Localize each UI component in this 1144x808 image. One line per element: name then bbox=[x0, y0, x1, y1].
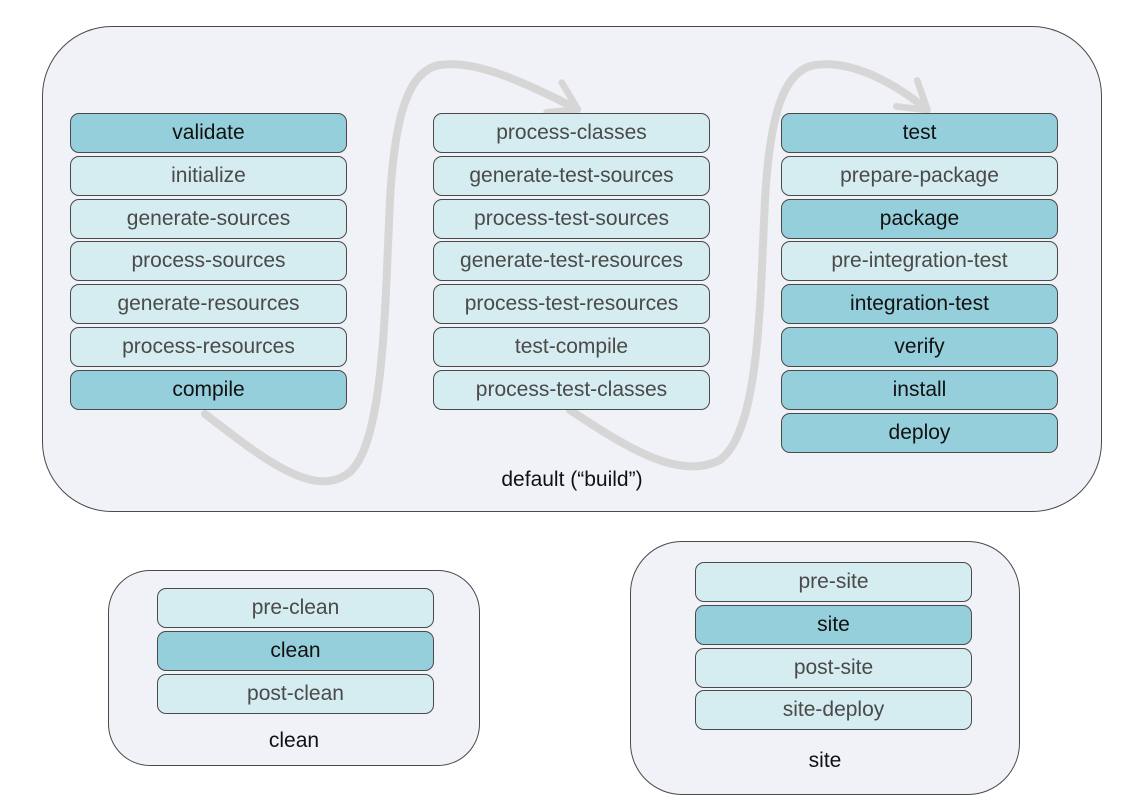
phase-compile: compile bbox=[70, 369, 347, 410]
phase-site-deploy: site-deploy bbox=[695, 690, 972, 731]
default-lifecycle-label: default (“build”) bbox=[501, 468, 643, 491]
phase-deploy: deploy bbox=[781, 412, 1058, 453]
phase-prepare-package: prepare-package bbox=[781, 155, 1058, 196]
default-phases-column-3: test prepare-package package pre-integra… bbox=[781, 113, 1058, 455]
phase-post-site: post-site bbox=[695, 647, 972, 688]
site-phases-column: pre-site site post-site site-deploy bbox=[695, 562, 972, 733]
phase-post-clean: post-clean bbox=[157, 673, 434, 714]
phase-process-resources: process-resources bbox=[70, 326, 347, 367]
clean-phases-column: pre-clean clean post-clean bbox=[157, 588, 434, 716]
phase-pre-clean: pre-clean bbox=[157, 588, 434, 628]
flow-arrow-1 bbox=[201, 60, 582, 486]
phase-process-test-resources: process-test-resources bbox=[433, 284, 710, 325]
phase-process-test-sources: process-test-sources bbox=[433, 198, 710, 239]
default-phases-column-2: process-classes generate-test-sources pr… bbox=[433, 113, 710, 413]
phase-initialize: initialize bbox=[70, 155, 347, 196]
phase-site: site bbox=[695, 604, 972, 645]
phase-pre-integration-test: pre-integration-test bbox=[781, 241, 1058, 282]
phase-integration-test: integration-test bbox=[781, 284, 1058, 325]
phase-verify: verify bbox=[781, 326, 1058, 367]
phase-generate-resources: generate-resources bbox=[70, 284, 347, 325]
flow-arrow-2 bbox=[566, 60, 931, 471]
phase-generate-test-sources: generate-test-sources bbox=[433, 155, 710, 196]
phase-test: test bbox=[781, 113, 1058, 153]
phase-process-test-classes: process-test-classes bbox=[433, 369, 710, 410]
site-lifecycle-label: site bbox=[808, 749, 842, 772]
phase-process-sources: process-sources bbox=[70, 241, 347, 282]
phase-validate: validate bbox=[70, 113, 347, 153]
phase-generate-test-resources: generate-test-resources bbox=[433, 241, 710, 282]
phase-generate-sources: generate-sources bbox=[70, 198, 347, 239]
default-phases-column-1: validate initialize generate-sources pro… bbox=[70, 113, 347, 413]
phase-pre-site: pre-site bbox=[695, 562, 972, 602]
phase-install: install bbox=[781, 369, 1058, 410]
phase-process-classes: process-classes bbox=[433, 113, 710, 153]
phase-package: package bbox=[781, 198, 1058, 239]
clean-lifecycle-label: clean bbox=[268, 729, 320, 752]
phase-clean: clean bbox=[157, 630, 434, 671]
phase-test-compile: test-compile bbox=[433, 326, 710, 367]
